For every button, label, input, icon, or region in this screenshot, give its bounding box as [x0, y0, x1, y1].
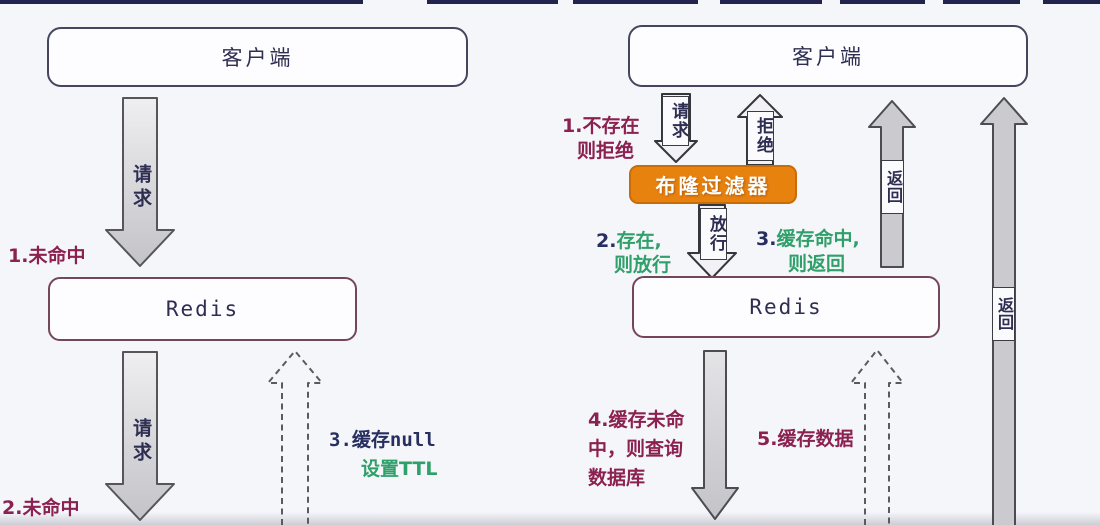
redis-box-left-label: Redis: [165, 297, 240, 321]
bottom-edge-shadow: [0, 512, 1100, 525]
step4-query-db-label: 4.缓存未命 中，则查询 数据库: [588, 406, 684, 493]
pass-arrow-label: 放行: [700, 208, 727, 260]
request-arrow-upper-left-label: 请求: [130, 164, 152, 212]
request-arrow-lower-left: [105, 351, 175, 521]
bloom-filter-box-label: 布隆过滤器: [655, 174, 771, 198]
step3-text: 缓存命中,: [776, 228, 860, 250]
top-border-segment: [573, 0, 698, 4]
step3-set-ttl-label: 设置TTL: [361, 458, 438, 480]
return-arrow-short-label: 返回: [881, 160, 904, 214]
query-db-arrow: [691, 350, 739, 520]
step3-cache-hit-label-line2: 则返回: [788, 253, 846, 275]
step1-miss-label: 1.未命中: [8, 245, 86, 267]
step3-cache-null-label: 3.缓存null: [329, 429, 436, 451]
top-border-segment: [0, 0, 363, 4]
request-arrow-lower-left-label: 请求: [130, 418, 152, 466]
step2-number: 2.: [596, 230, 617, 252]
step4-line1: 4.缓存未命: [588, 409, 685, 431]
cache-null-dashed-arrow: [267, 350, 323, 525]
bloom-filter-box: 布隆过滤器: [629, 165, 797, 204]
top-border-segment: [720, 0, 822, 4]
client-box-left-label: 客户端: [221, 46, 294, 70]
step4-line2: 中，则查询: [588, 438, 684, 460]
step2-text: 存在,: [616, 230, 662, 252]
step3-number: 3.: [756, 228, 777, 250]
step1-reject-label-line1: 1.不存在: [562, 115, 640, 137]
redis-box-right-label: Redis: [749, 295, 823, 319]
step2-pass-label-line1: 2.存在,: [596, 226, 662, 253]
reject-arrow-label: 拒绝: [747, 111, 774, 161]
return-arrow-tall-label: 返回: [992, 287, 1015, 341]
step3-cache-hit-label-line1: 3.缓存命中,: [756, 224, 860, 251]
request-arrow-right-label: 请求: [662, 96, 689, 146]
top-border-segment: [1043, 0, 1100, 4]
step5-cache-data-label: 5.缓存数据: [757, 428, 854, 450]
step2-pass-label-line2: 则放行: [614, 254, 672, 276]
top-border-segment: [427, 0, 558, 4]
client-box-right-label: 客户端: [792, 45, 864, 69]
request-arrow-upper-left: [105, 97, 175, 267]
cache-data-dashed-arrow: [850, 349, 904, 525]
client-box-left: 客户端: [47, 27, 468, 87]
redis-box-left: Redis: [48, 277, 357, 341]
redis-box-right: Redis: [632, 276, 940, 338]
top-border-segment: [840, 0, 925, 4]
step4-line3: 数据库: [588, 467, 646, 489]
step2-miss-label: 2.未命中: [2, 497, 80, 519]
top-border-segment: [943, 0, 1020, 4]
client-box-right: 客户端: [628, 25, 1028, 87]
step1-reject-label-line2: 则拒绝: [577, 140, 635, 162]
